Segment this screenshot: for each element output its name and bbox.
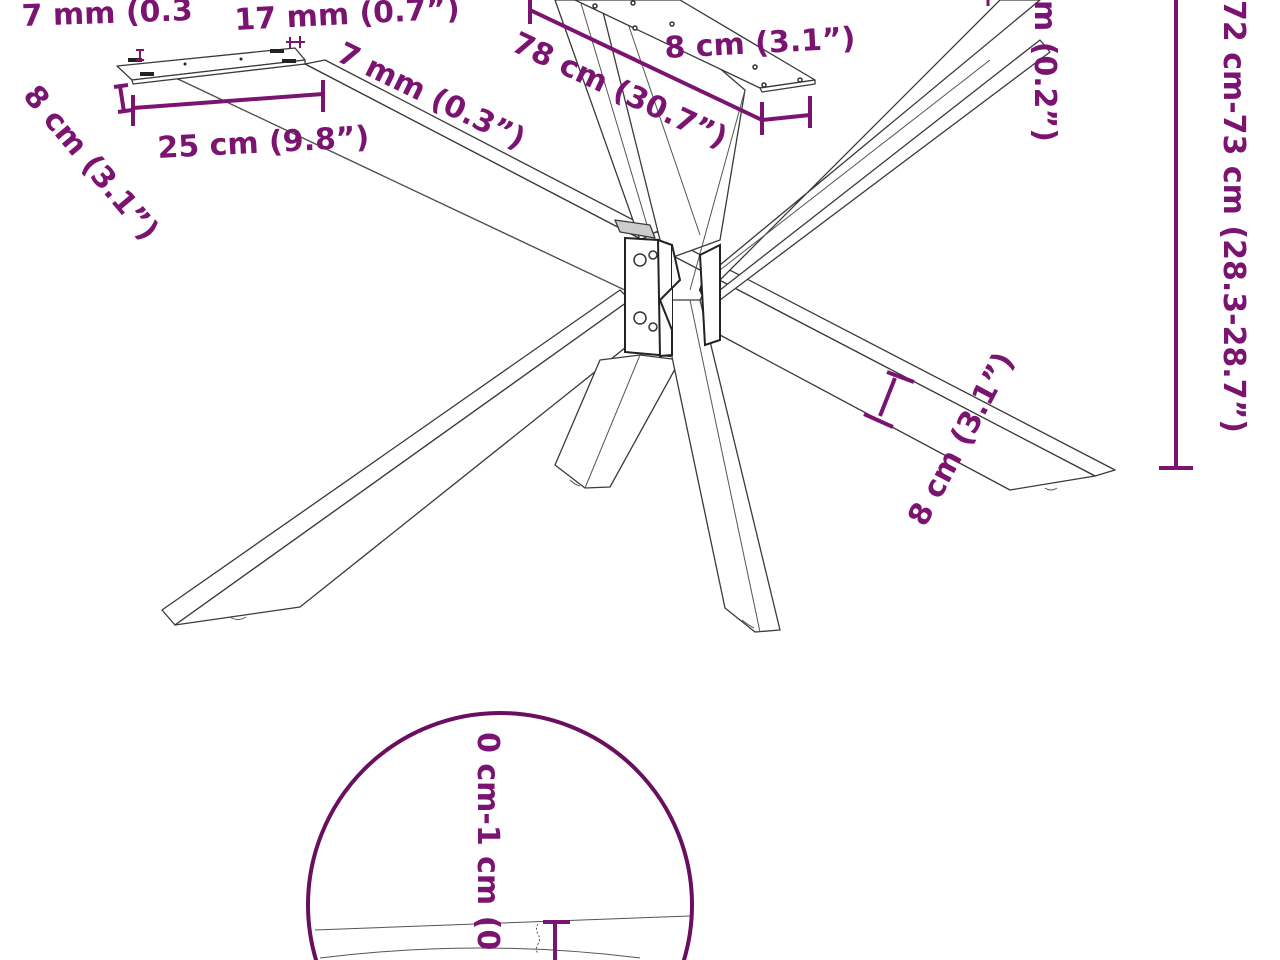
dim-total-height <box>1159 0 1193 470</box>
label-total-height: 72 cm-73 cm (28.3-28.7”) <box>1216 0 1251 433</box>
dim-mounting-plate-width <box>113 83 133 114</box>
dim-mounting-plate-length <box>131 80 325 126</box>
label-foot-adjust: 0 cm-1 cm (0 <box>470 732 505 950</box>
dimension-lines <box>113 0 1193 470</box>
center-hub-bracket <box>614 219 721 358</box>
label-top-plate-hole-offset: 17 mm (0.7”) <box>234 0 461 38</box>
mounting-plate-top-center <box>574 0 816 93</box>
label-mounting-plate-width: 8 cm (3.1”) <box>16 79 166 248</box>
dim-leg-span <box>528 0 763 122</box>
dim-plate-hole-offset <box>286 36 305 48</box>
leg-upper-center <box>554 0 746 291</box>
label-top-plate-thickness-a: 7 mm (0.3 <box>21 0 193 34</box>
mounting-plate-top-left <box>116 47 306 85</box>
dim-leg-width <box>863 370 915 429</box>
dim-leg-top-width <box>760 96 812 135</box>
leg-front-center <box>659 299 781 633</box>
leg-rear-short <box>554 354 681 489</box>
leg-frame <box>116 0 1116 633</box>
label-mounting-plate-length: 25 cm (9.8”) <box>157 120 371 166</box>
label-plate-thickness-c: m (0.2”) <box>1027 0 1062 142</box>
foot-detail-view: 0 cm-1 cm (0 <box>306 711 694 960</box>
dim-plate-thickness-a <box>136 49 144 61</box>
